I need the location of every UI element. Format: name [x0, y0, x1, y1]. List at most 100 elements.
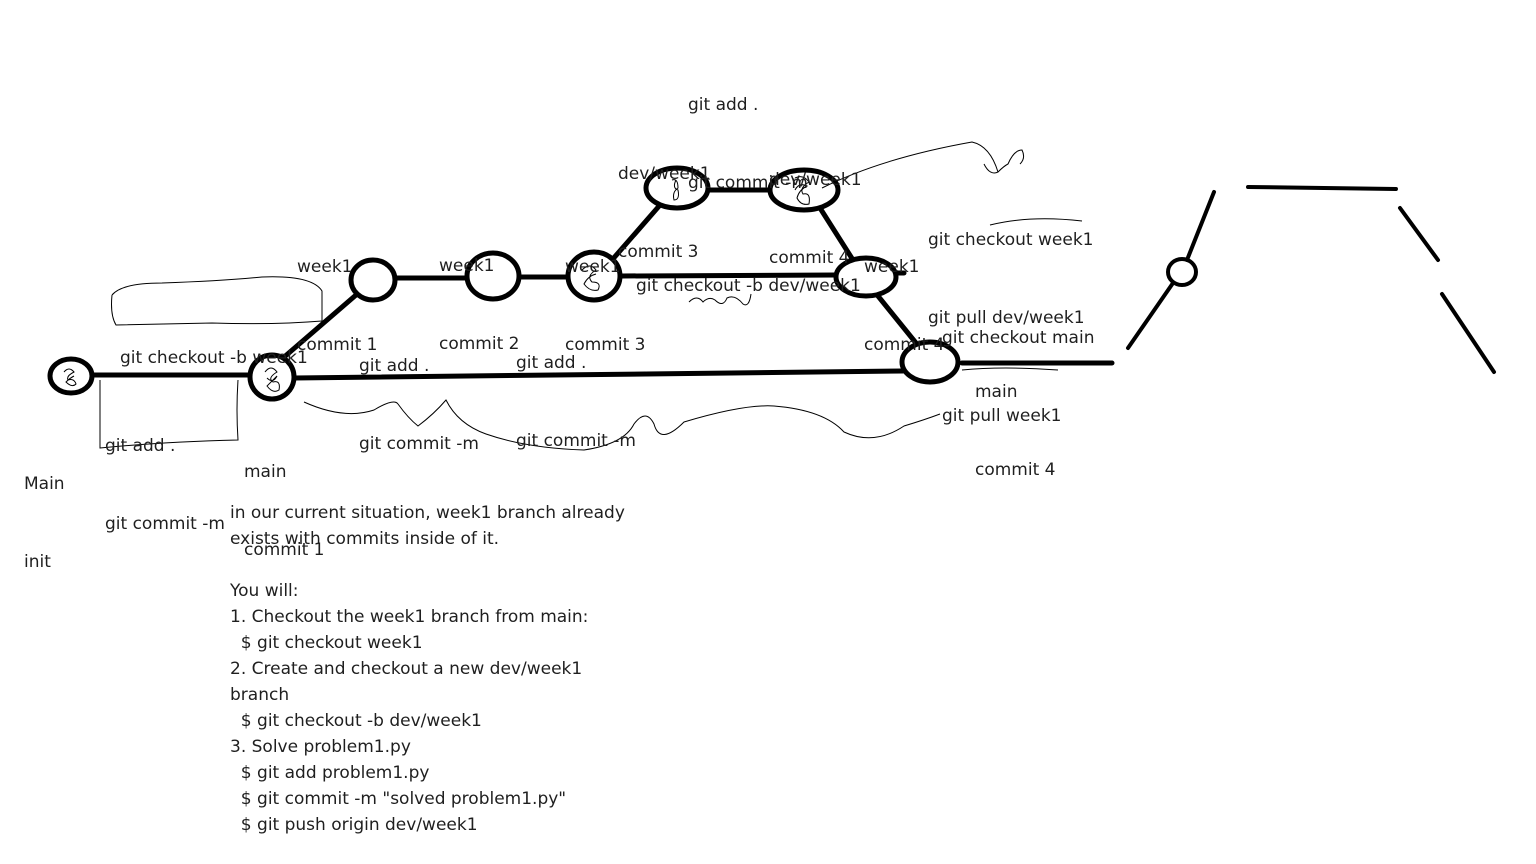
label-dev-commit3: dev/week1 commit 3 [618, 109, 711, 291]
label-line: commit 1 [297, 335, 378, 355]
label-line: commit 4 [975, 460, 1056, 480]
sketch-line-right-lower [1440, 292, 1496, 374]
label-line: week1 [864, 257, 920, 277]
label-line: commit 4 [864, 335, 945, 355]
node-week1-commit4 [833, 255, 899, 299]
label-dev-commit4: dev/week1 commit 4 [769, 115, 862, 297]
label-line: git checkout -b dev/week1 [636, 276, 861, 296]
label-line: git commit -m [688, 173, 808, 193]
scribble-week1c3 [581, 265, 600, 291]
label-line: commit 3 [565, 335, 646, 355]
node-extra-sketch [1166, 257, 1198, 287]
instruction-line: 1. Checkout the week1 branch from main: [230, 607, 589, 627]
instruction-line: 2. Create and checkout a new dev/week1 [230, 659, 583, 679]
label-line: dev/week1 [769, 170, 862, 190]
strike-main-commit4 [961, 367, 1059, 371]
scribble-main1 [264, 367, 280, 392]
label-line: git add . [359, 356, 430, 376]
node-main-commit4 [899, 339, 961, 385]
arrow-dev4-to-checkout [821, 141, 1025, 189]
label-add-commit-c: git add . git commit -m [516, 298, 636, 480]
node-main-commit1 [247, 352, 297, 402]
label-checkout-pull-week1: git checkout week1 git pull dev/week1 [928, 175, 1093, 357]
label-week1-commit2: week1 commit 2 [439, 201, 519, 383]
scribble-dev4 [794, 176, 810, 205]
branch-lines [90, 187, 1115, 381]
label-add-commit-a: git add . git commit -m [105, 381, 225, 563]
commit-nodes [47, 165, 1198, 402]
node-scribbles [63, 176, 810, 392]
label-main-init: Main init [24, 419, 65, 601]
label-checkout-main-pull: git checkout main git pull week1 [942, 273, 1094, 455]
node-week1-commit1 [348, 257, 398, 303]
label-line: week1 [439, 256, 495, 276]
label-checkout-week1: git checkout -b week1 [120, 293, 308, 397]
label-line: init [24, 552, 51, 572]
node-dev-commit4 [767, 167, 841, 213]
node-week1-commit3 [565, 249, 623, 303]
node-week1-commit2 [464, 250, 522, 302]
instruction-line: branch [230, 685, 290, 705]
edge-main1-to-main4 [291, 368, 906, 381]
label-line: git checkout main [942, 328, 1095, 348]
label-line: git commit -m [105, 514, 225, 534]
edge-week1c3-to-c4 [619, 272, 839, 279]
label-checkout-dev: git checkout -b dev/week1 [636, 221, 861, 325]
label-week1-commit4: week1 commit 4 [864, 202, 944, 384]
label-line: main [975, 382, 1018, 402]
label-line: git commit -m [516, 431, 636, 451]
label-line: dev/week1 [618, 164, 711, 184]
instruction-line: $ git commit -m "solved problem1.py" [230, 789, 567, 809]
scribble-init [63, 368, 77, 387]
label-line: git checkout -b week1 [120, 348, 308, 368]
label-line: git pull week1 [942, 406, 1062, 426]
node-dev-commit3 [643, 165, 711, 211]
hand-drawn-marks [99, 141, 1083, 451]
scribble-dev3 [671, 179, 679, 201]
instruction-line: You will: [230, 581, 299, 601]
squiggle-week1 [688, 293, 752, 306]
label-line: git add . [688, 95, 759, 115]
instruction-line: exists with commits inside of it. [230, 529, 500, 549]
brace-under-main [303, 399, 941, 451]
instruction-line: $ git push origin dev/week1 [230, 815, 478, 835]
edge-main1-to-week1c1 [280, 292, 359, 361]
node-main-init [47, 356, 95, 396]
sketch-line-right-upper [1398, 206, 1440, 262]
label-add-commit-b: git add . git commit -m [359, 301, 479, 483]
label-line: commit 2 [439, 334, 520, 354]
sketch-line-lower-left [1126, 281, 1175, 350]
label-line: git add . [516, 353, 587, 373]
instruction-line [230, 552, 625, 578]
label-line: git pull dev/week1 [928, 308, 1085, 328]
instructions-text: in our current situation, week1 branch a… [230, 500, 625, 838]
label-line: main [244, 462, 287, 482]
label-main-commit4: main commit 4 [975, 327, 1055, 509]
label-main-commit1: main commit 1 [244, 407, 324, 589]
label-line: commit 1 [244, 540, 325, 560]
label-line: git add . [105, 436, 176, 456]
label-week1-commit3: week1 commit 3 [565, 202, 645, 384]
label-line: git commit -m [359, 434, 479, 454]
instruction-line: $ git add problem1.py [230, 763, 430, 783]
label-line: week1 [565, 257, 621, 277]
edge-week1c4-to-main4 [875, 293, 919, 346]
sketch-line-top [1246, 185, 1398, 191]
box-checkout-week1 [111, 276, 323, 326]
instruction-line: 3. Solve problem1.py [230, 737, 411, 757]
box-add-commit-a [99, 379, 239, 449]
label-line: git checkout week1 [928, 230, 1094, 250]
label-line: week1 [297, 257, 353, 277]
edge-week1c3-to-dev3 [609, 202, 663, 263]
label-line: commit 3 [618, 242, 699, 262]
label-line: commit 4 [769, 248, 850, 268]
strike-pull-dev [989, 218, 1083, 226]
sketch-line-upper-left [1185, 190, 1216, 262]
label-add-commit-top: git add . git commit -m [688, 40, 808, 222]
label-line: Main [24, 474, 65, 494]
edge-dev4-to-week1c4 [817, 205, 856, 263]
instruction-line: $ git checkout week1 [230, 633, 423, 653]
label-week1-commit1: week1 commit 1 [297, 202, 377, 384]
right-side-sketch [1126, 185, 1496, 374]
